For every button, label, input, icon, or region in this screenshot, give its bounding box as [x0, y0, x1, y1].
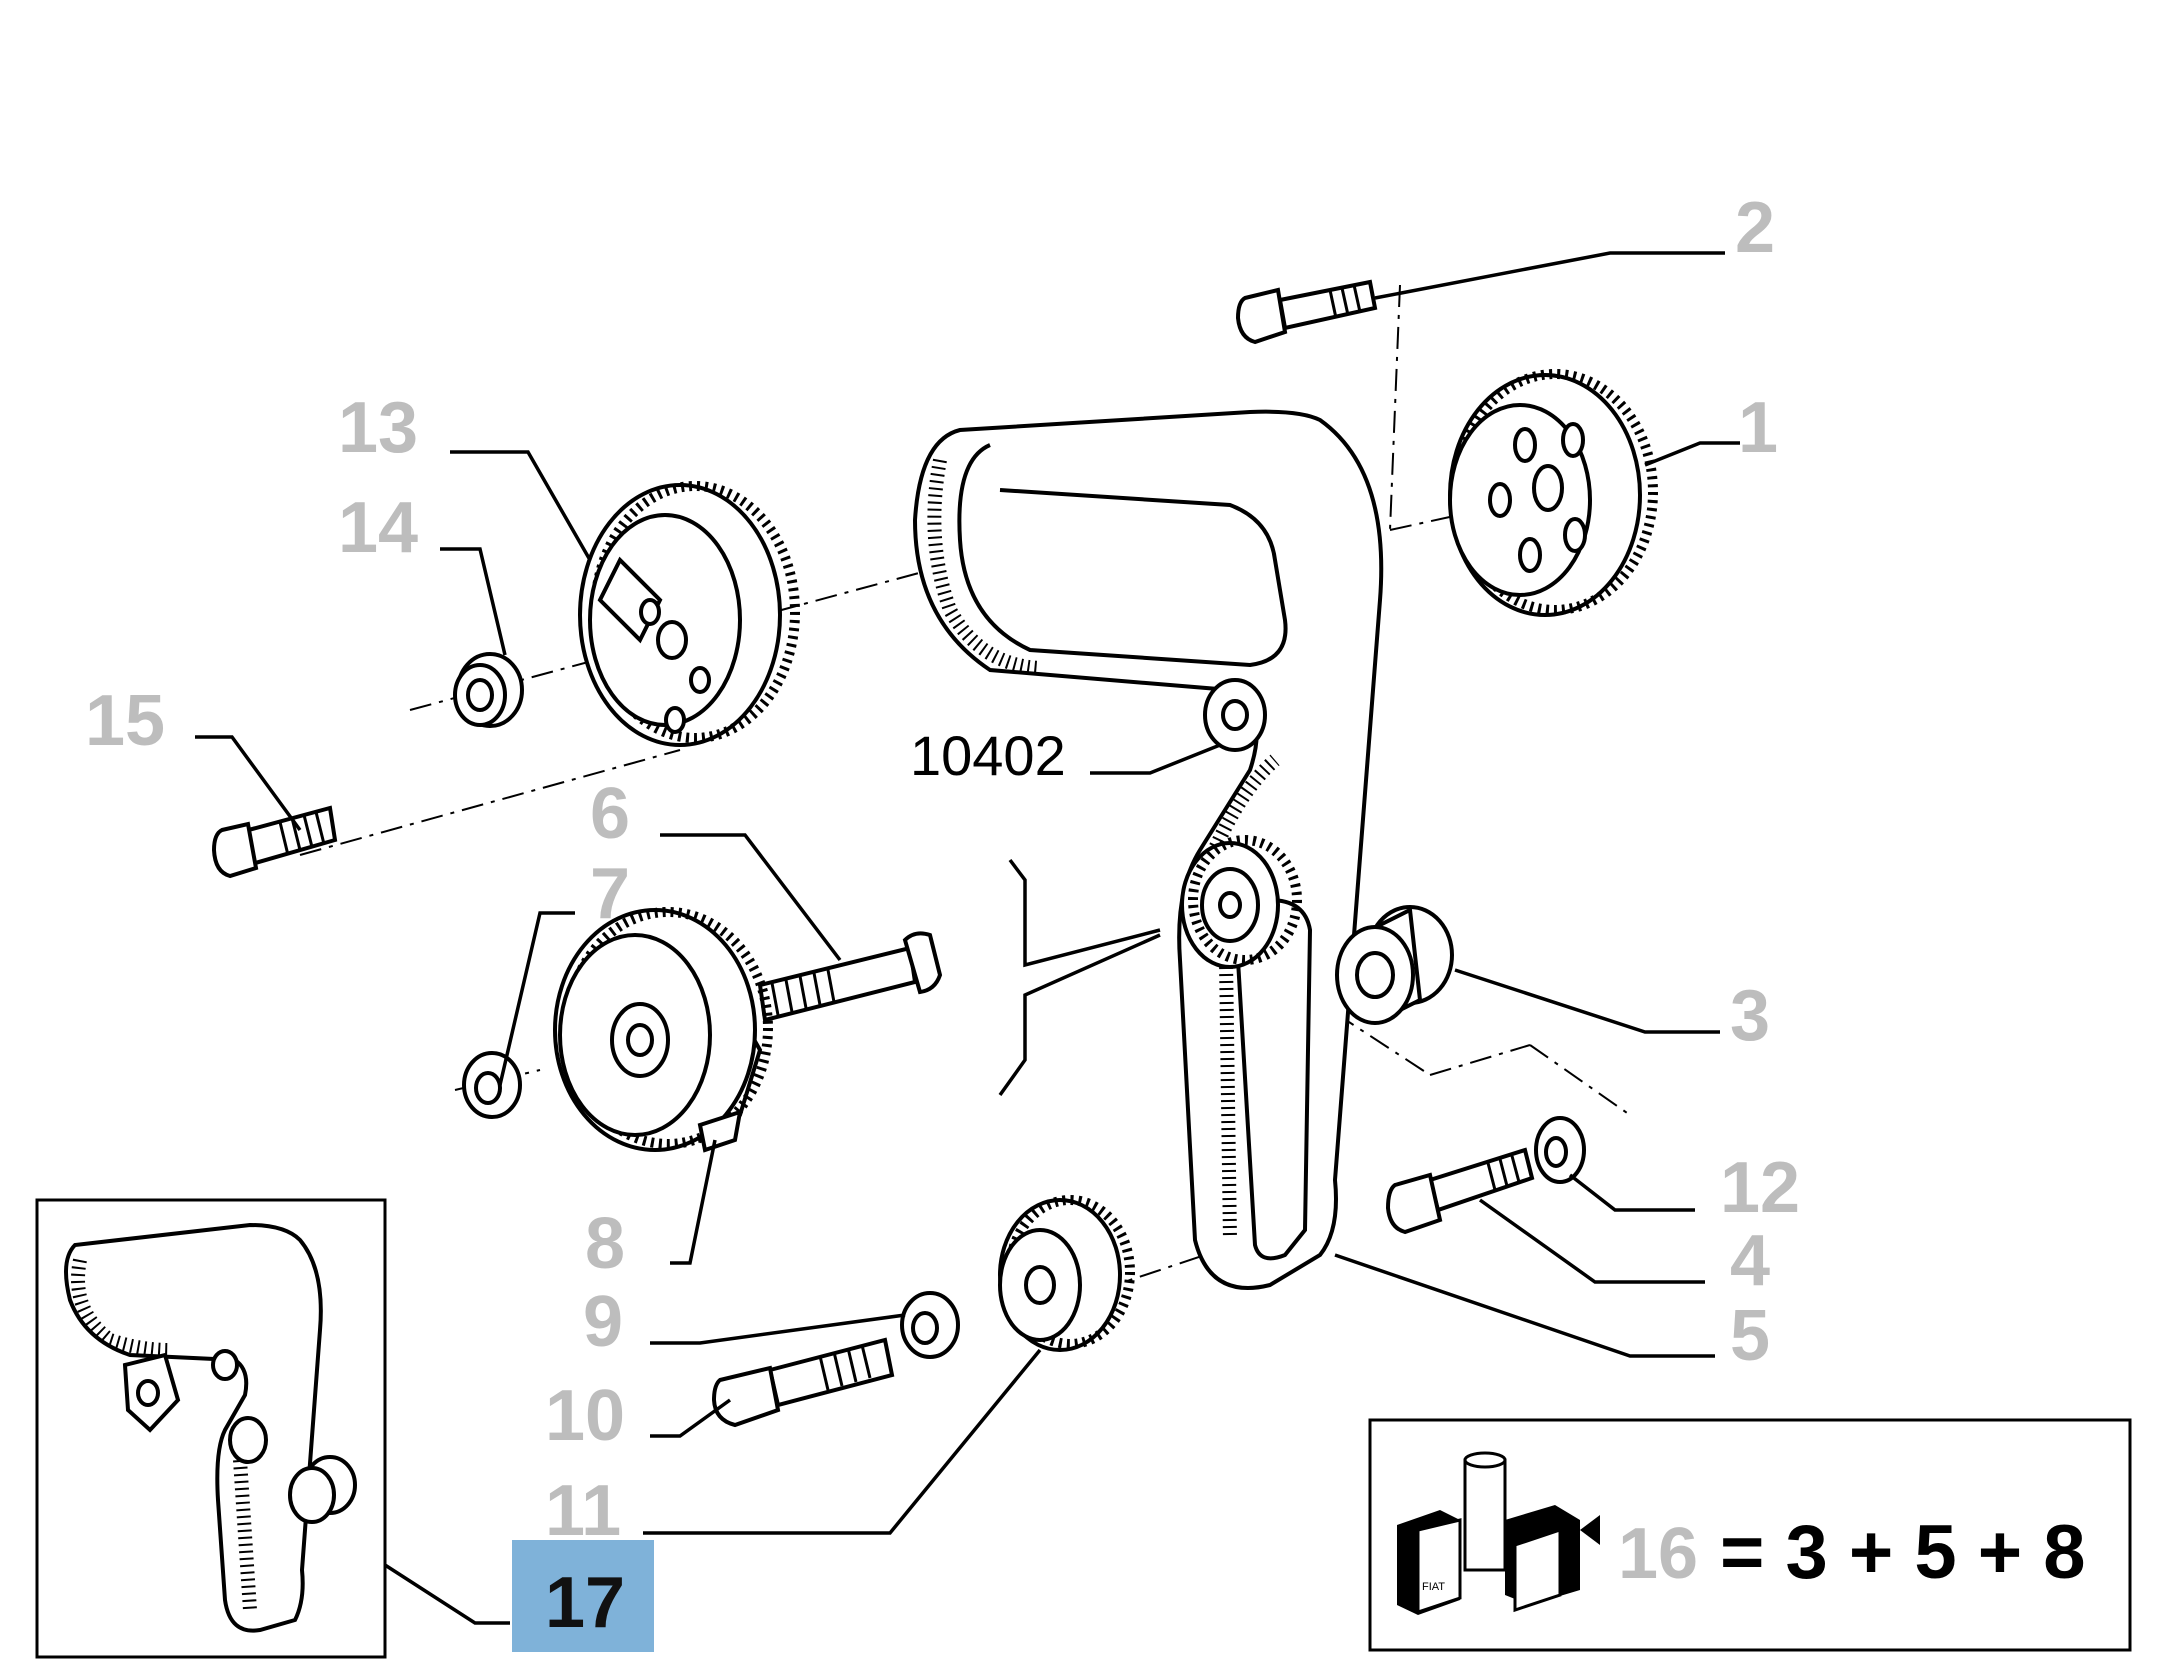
callout-12: 12	[1720, 1148, 1800, 1228]
camshaft-pulley-1	[1448, 369, 1658, 617]
callout-15: 15	[85, 681, 165, 761]
callout-9: 9	[583, 1282, 623, 1362]
callout-14: 14	[338, 488, 418, 568]
callout-17-highlight	[512, 1540, 654, 1652]
callout-labels: 1 2 3 4 5 6 7 8 9 10 11 12 13 14 15 1040…	[85, 188, 1800, 1551]
leader-lines	[195, 251, 1740, 1625]
callout-11: 11	[545, 1471, 621, 1551]
inset-assembly-17	[35, 1198, 387, 1659]
bolt-4	[1385, 1147, 1535, 1235]
tensioner-pulley-assembly	[553, 907, 773, 1153]
callout-5: 5	[1730, 1296, 1770, 1376]
crankshaft-sprocket-11	[998, 1195, 1135, 1352]
kit-equation: = 3 + 5 + 8	[1720, 1510, 2086, 1595]
callout-7: 7	[590, 854, 630, 934]
washer-12	[1534, 1116, 1586, 1184]
nut-14	[453, 652, 524, 728]
callout-4: 4	[1730, 1221, 1770, 1301]
bolt-2	[1235, 279, 1378, 345]
camshaft-pulley-13	[578, 481, 800, 747]
callout-13: 13	[338, 388, 418, 468]
callout-16: 16	[1618, 1514, 1698, 1594]
kit-box-16: FIAT 16 = 3 + 5 + 8	[1368, 1418, 2132, 1652]
bolt-10	[711, 1337, 895, 1428]
kit-box-brand: FIAT	[1422, 1581, 1445, 1593]
callout-10: 10	[545, 1376, 625, 1456]
callout-8: 8	[585, 1204, 625, 1284]
timing-belt	[912, 409, 1384, 1290]
reference-label-10402: 10402	[910, 724, 1066, 787]
nut-7	[462, 1051, 522, 1119]
bolt-15	[211, 805, 338, 879]
bolt-6	[757, 931, 943, 1023]
callout-1: 1	[1738, 388, 1778, 468]
callout-6: 6	[590, 774, 630, 854]
callout-17: 17	[545, 1563, 625, 1643]
kit-boxes-icon: FIAT	[1397, 1451, 1600, 1615]
washer-9	[900, 1291, 960, 1359]
bracket-lines	[998, 858, 1161, 1097]
belt-tensioner-pulley	[1180, 835, 1302, 969]
callout-3: 3	[1730, 976, 1770, 1056]
belt-idler-upper	[1203, 678, 1267, 752]
callout-2: 2	[1735, 188, 1775, 268]
idler-roller-3	[1335, 905, 1454, 1025]
